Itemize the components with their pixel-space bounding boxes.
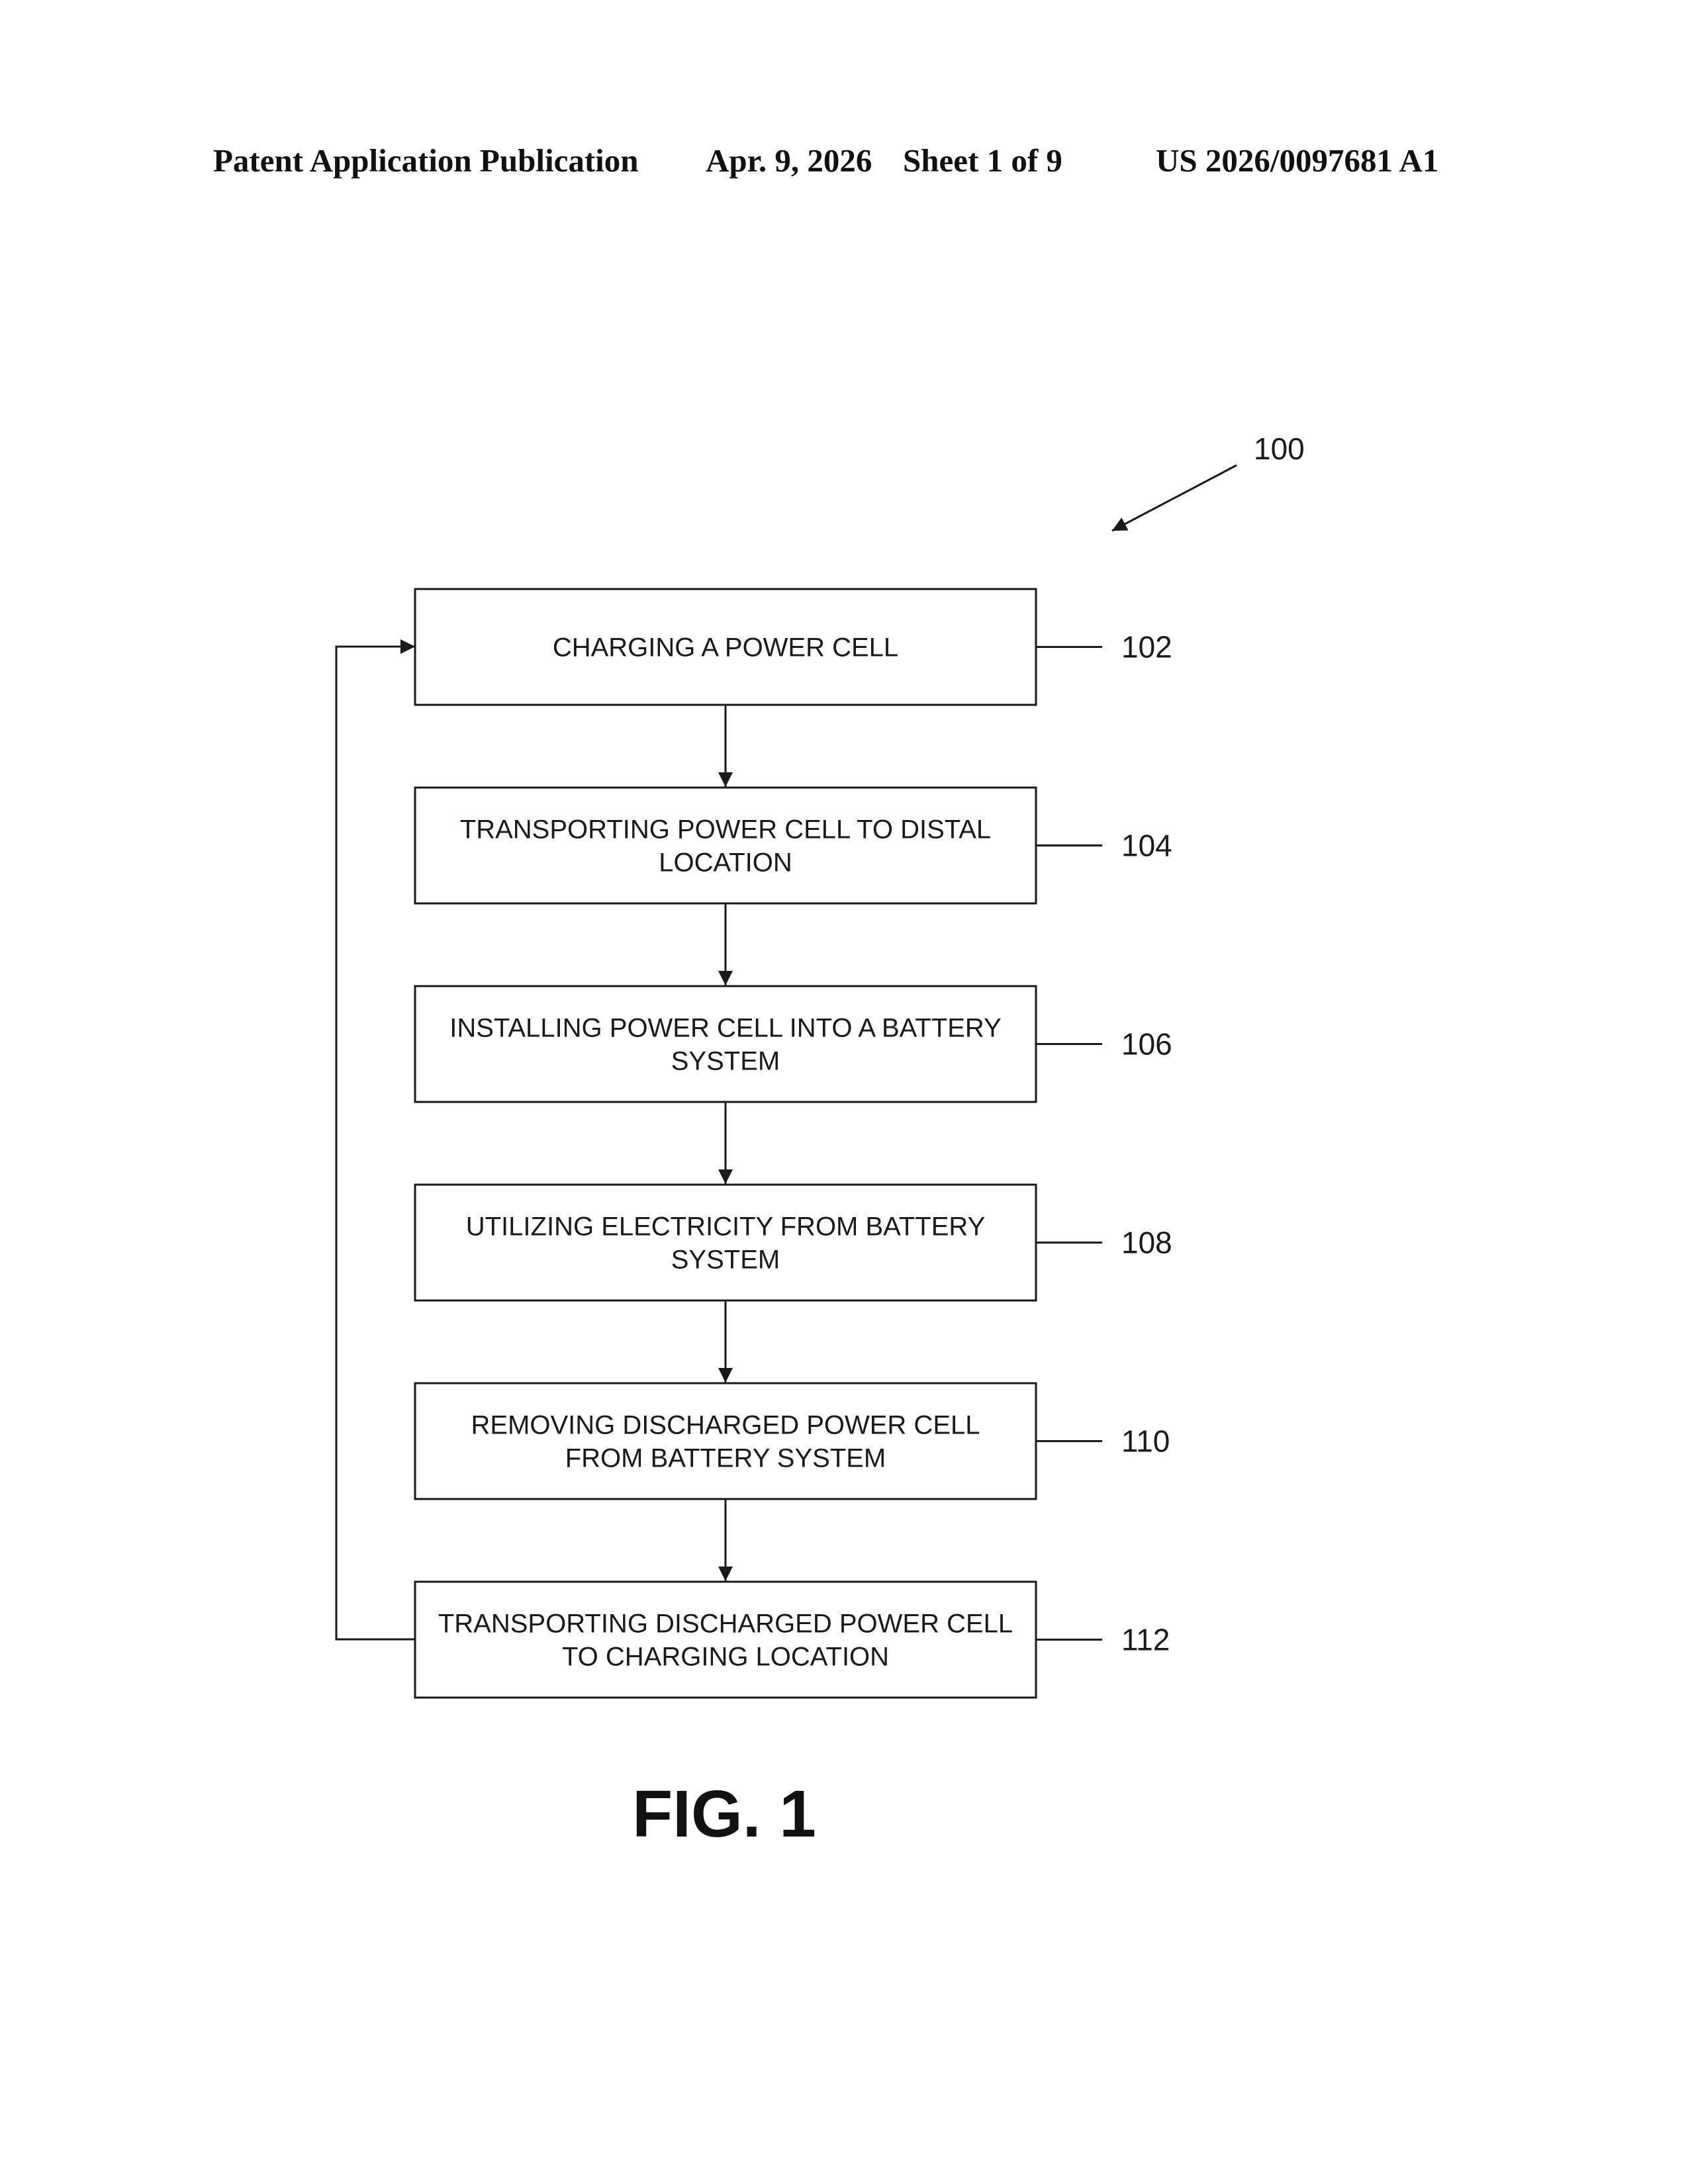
step-label-line: TRANSPORTING DISCHARGED POWER CELL	[438, 1610, 1013, 1639]
step-reference-number: 104	[1121, 829, 1172, 863]
step-102: CHARGING A POWER CELL 102	[415, 589, 1172, 787]
step-110: REMOVING DISCHARGED POWER CELL FROM BATTE…	[415, 1383, 1170, 1581]
step-box	[415, 986, 1036, 1102]
step-reference-number: 112	[1121, 1623, 1170, 1657]
figure-reference-arrow	[1112, 465, 1237, 531]
step-label-line: LOCATION	[659, 848, 792, 878]
feedback-loop-connector	[336, 647, 415, 1639]
step-box	[415, 1582, 1036, 1698]
steps-layer: CHARGING A POWER CELL 102TRANSPORTING POW…	[415, 589, 1172, 1698]
figure-reference-label: 100	[1254, 432, 1305, 466]
step-label-line: CHARGING A POWER CELL	[553, 633, 898, 662]
step-label-line: TRANSPORTING POWER CELL TO DISTAL	[460, 815, 991, 844]
step-label-line: FROM BATTERY SYSTEM	[565, 1444, 886, 1473]
step-reference-number: 102	[1121, 630, 1172, 664]
step-label-line: TO CHARGING LOCATION	[562, 1643, 889, 1672]
step-reference-number: 108	[1121, 1226, 1172, 1260]
step-box	[415, 1383, 1036, 1499]
step-box	[415, 788, 1036, 903]
step-106: INSTALLING POWER CELL INTO A BATTERY SYST…	[415, 986, 1172, 1184]
step-label-line: SYSTEM	[671, 1047, 780, 1076]
step-104: TRANSPORTING POWER CELL TO DISTAL LOCATIO…	[415, 788, 1172, 985]
step-reference-number: 110	[1121, 1424, 1170, 1459]
step-label-line: REMOVING DISCHARGED POWER CELL	[471, 1411, 980, 1440]
step-label-line: SYSTEM	[671, 1246, 780, 1275]
step-label-line: UTILIZING ELECTRICITY FROM BATTERY	[466, 1212, 986, 1242]
figure-label: FIG. 1	[632, 1777, 816, 1851]
step-box	[415, 1185, 1036, 1300]
step-112: TRANSPORTING DISCHARGED POWER CELL TO CHA…	[415, 1582, 1170, 1698]
step-108: UTILIZING ELECTRICITY FROM BATTERY SYSTEM…	[415, 1185, 1172, 1383]
step-reference-number: 106	[1121, 1027, 1172, 1062]
step-label-line: INSTALLING POWER CELL INTO A BATTERY	[449, 1014, 1002, 1043]
